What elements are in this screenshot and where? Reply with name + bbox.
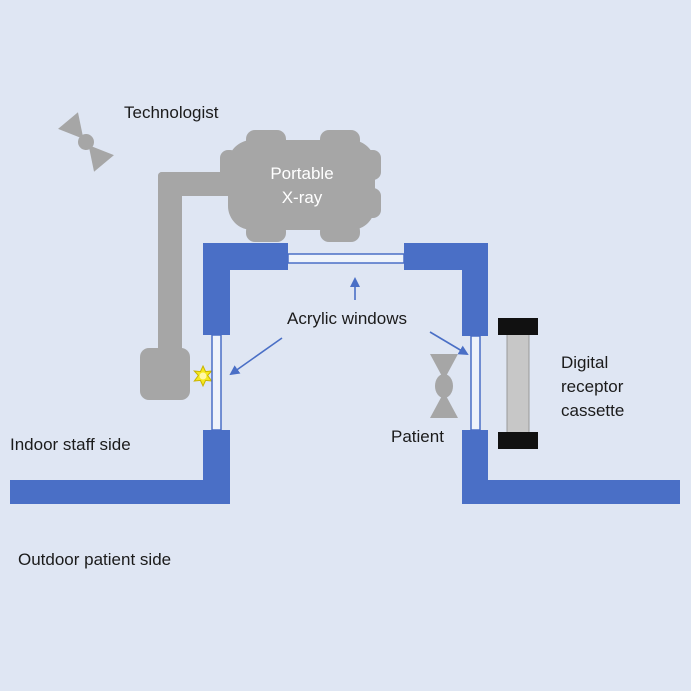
cassette-bar-top: [498, 318, 538, 335]
portable-xray-label-line1: Portable: [270, 164, 333, 183]
xray-body: [228, 140, 375, 230]
acrylic-windows-label: Acrylic windows: [287, 309, 407, 328]
digital-receptor-label-line1: Digital: [561, 353, 608, 372]
xray-wheel: [363, 150, 381, 180]
technologist-icon: [58, 112, 114, 172]
technologist-label: Technologist: [124, 103, 219, 122]
xray-arm-vertical: [158, 172, 182, 360]
cassette-body: [506, 329, 530, 435]
digital-receptor-label-line2: receptor: [561, 377, 624, 396]
patient-label: Patient: [391, 427, 444, 446]
patient-icon: [430, 354, 458, 418]
booth-wall-top-left: [203, 243, 288, 270]
xray-wheel: [246, 130, 286, 150]
xray-wheel: [246, 222, 286, 242]
booth-wall-right-upper: [462, 243, 488, 336]
xray-head: [140, 348, 190, 400]
cassette-bar-bottom: [498, 432, 538, 449]
outer-wall-left: [10, 480, 230, 504]
booth-wall-left-lower: [203, 430, 230, 504]
arrow-to-right-window: [429, 331, 469, 356]
outer-wall-right: [462, 480, 680, 504]
xray-wheel: [320, 130, 360, 150]
booth-walls: [10, 243, 680, 504]
xray-wheel: [320, 222, 360, 242]
portable-xray-machine: [140, 130, 381, 400]
acrylic-window-right: [470, 335, 481, 431]
xray-arm-horizontal: [158, 172, 240, 196]
xray-wheel: [363, 188, 381, 218]
pointer-arrows: [229, 277, 469, 376]
portable-xray-label-line2: X-ray: [282, 188, 323, 207]
xray-wheel: [220, 150, 238, 180]
indoor-staff-side-label: Indoor staff side: [10, 435, 131, 454]
digital-receptor-label-line3: cassette: [561, 401, 624, 420]
digital-receptor-cassette: [498, 318, 538, 449]
burst-star-icon: [193, 364, 213, 388]
acrylic-window-top: [287, 253, 405, 264]
outdoor-patient-side-label: Outdoor patient side: [18, 550, 171, 569]
arrow-to-left-window: [229, 337, 283, 376]
acrylic-window-left: [211, 334, 222, 431]
acrylic-windows: [211, 253, 481, 431]
